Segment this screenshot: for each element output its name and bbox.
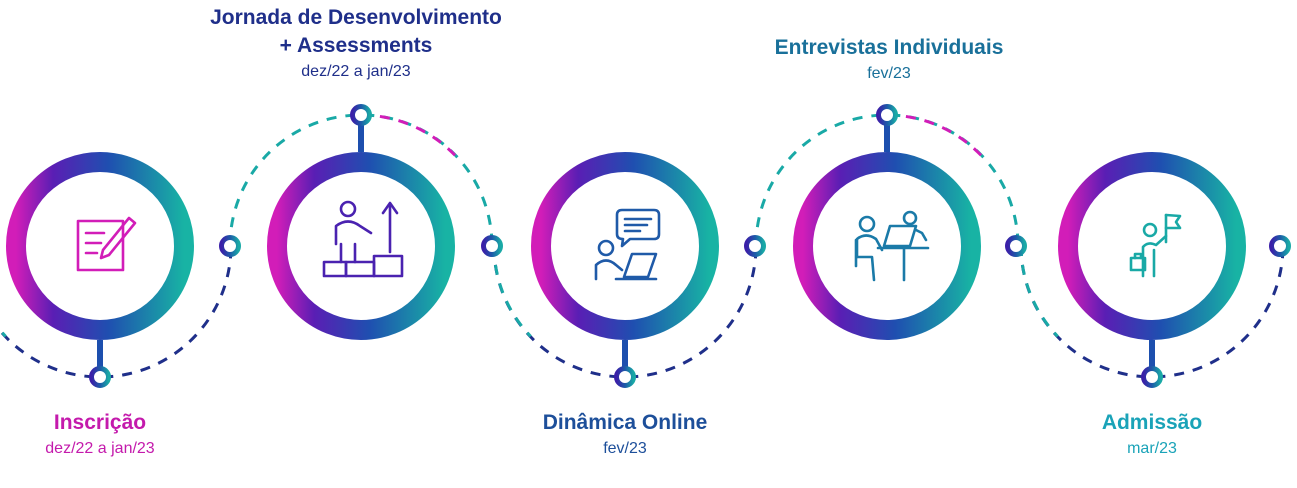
connector-node	[481, 235, 503, 257]
connector-node	[614, 366, 636, 388]
step-date: fev/23	[603, 440, 647, 457]
online-chat-laptop-icon	[594, 208, 661, 281]
dashed-connector-accent	[492, 245, 532, 338]
step-title-line2: + Assessments	[279, 34, 433, 57]
dashed-connector-arc	[754, 113, 1020, 247]
dashed-connector-accent	[1019, 245, 1059, 338]
step-label-3: Dinâmica Online fev/23	[435, 409, 815, 461]
step-title: Jornada de Desenvolvimento	[210, 6, 502, 29]
step-ring-5	[1058, 152, 1246, 340]
connector-node	[89, 366, 111, 388]
step-date: mar/23	[1127, 440, 1177, 457]
step-title: Inscrição	[53, 411, 147, 434]
connector-node	[1005, 235, 1027, 257]
step-title: Entrevistas Individuais	[774, 36, 1004, 59]
step-ring-2	[267, 152, 455, 340]
dashed-connector-arc	[0, 245, 233, 379]
connector-nodes	[89, 104, 1291, 388]
dashed-connector-accent	[360, 113, 457, 157]
step-label-4: Entrevistas Individuais fev/23	[699, 34, 1079, 86]
dashed-connector-accent	[0, 327, 7, 338]
step-label-1: Inscrição dez/22 a jan/23	[0, 409, 290, 461]
dashed-connector-arc	[228, 113, 494, 247]
flag-achievement-icon	[1129, 213, 1182, 278]
step-title: Admissão	[1101, 411, 1203, 434]
step-rings	[6, 115, 1246, 377]
podium-growth-icon	[322, 200, 404, 278]
step-label-2: Jornada de Desenvolvimento + Assessments d…	[166, 4, 546, 84]
step-title: Dinâmica Online	[542, 411, 708, 434]
connector-arcs	[0, 113, 1285, 379]
connector-node	[219, 235, 241, 257]
dashed-connector-accent	[886, 113, 983, 157]
connector-node	[350, 104, 372, 126]
step-ring-1	[6, 152, 194, 340]
connector-node	[744, 235, 766, 257]
step-date: fev/23	[867, 65, 911, 82]
interview-icon	[854, 210, 930, 282]
step-label-5: Admissão mar/23	[962, 409, 1297, 461]
form-pen-icon	[76, 216, 137, 272]
connector-node	[1269, 235, 1291, 257]
step-date: dez/22 a jan/23	[45, 440, 155, 457]
connector-node	[876, 104, 898, 126]
step-date: dez/22 a jan/23	[301, 63, 411, 80]
step-ring-3	[531, 152, 719, 340]
connector-node	[1141, 366, 1163, 388]
